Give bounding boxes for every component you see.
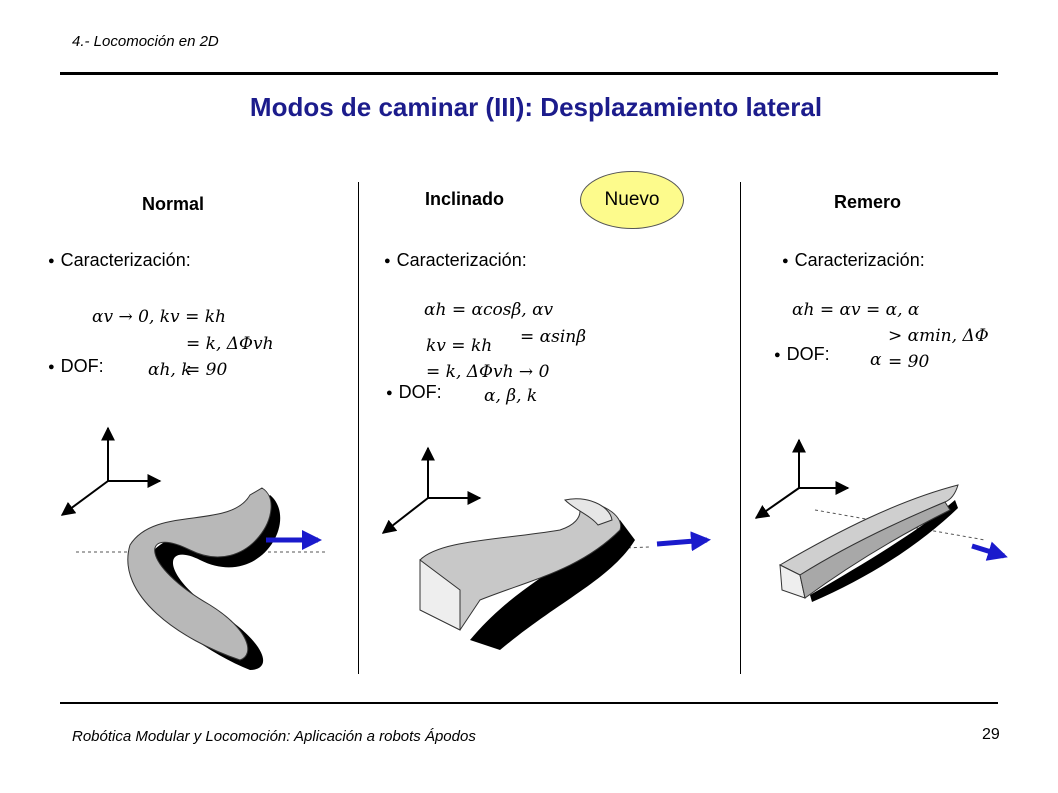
bullet-dot: ●	[782, 255, 789, 268]
footer-text: Robótica Modular y Locomoción: Aplicació…	[72, 728, 476, 745]
col-normal-caracterizacion: ●Caracterización:	[48, 250, 191, 270]
bullet-dot: ●	[386, 387, 393, 400]
top-rule	[60, 72, 998, 75]
col-inclinado-eq3: kv = kh	[426, 336, 493, 356]
axes-icon	[381, 446, 482, 534]
column-divider-1	[358, 182, 359, 674]
bullet-dot: ●	[48, 361, 55, 374]
col-inclinado-caracterizacion: ●Caracterización:	[384, 250, 527, 270]
axes-icon	[754, 438, 850, 519]
bullet-dot: ●	[384, 255, 391, 268]
bullet-dot: ●	[48, 255, 55, 268]
col-remero-caracterizacion: ●Caracterización:	[782, 250, 925, 270]
col-inclinado-dof-value: α, β, k	[484, 386, 538, 406]
col-inclinado-eq4: = k, ΔΦvh → 0	[426, 362, 550, 382]
col-inclinado-heading: Inclinado	[425, 189, 505, 209]
section-label: 4.- Locomoción en 2D	[72, 33, 219, 50]
col-normal-dof-value: αh, k	[148, 360, 192, 380]
nuevo-badge-text: Nuevo	[604, 189, 660, 210]
col-inclinado-eq1: αh = αcosβ, αv	[424, 300, 554, 320]
column-divider-2	[740, 182, 741, 674]
col-remero-heading: Remero	[834, 192, 902, 212]
col-normal-eq2: = k, ΔΦvh	[186, 334, 274, 354]
nuevo-badge: Nuevo	[580, 171, 684, 229]
bullet-dot: ●	[774, 349, 781, 362]
page-number: 29	[982, 726, 1000, 743]
col-remero-dof-value: α	[870, 350, 882, 370]
col-inclinado-eq2: = αsinβ	[520, 327, 587, 347]
col-normal-dof: ●DOF:	[48, 356, 104, 376]
bottom-rule	[60, 702, 998, 704]
col-remero-eq2: > αmin, ΔΦ	[888, 326, 989, 346]
col-normal-eq1: αv → 0, kv = kh	[92, 307, 226, 327]
col-remero-eq3: = 90	[888, 352, 930, 372]
col-remero-dof: ●DOF:	[774, 344, 830, 364]
slide-title-text: Modos de caminar (III): Desplazamiento l…	[249, 92, 823, 122]
col-remero-eq1: αh = αv = α, α	[792, 300, 920, 320]
col-inclinado-dof: ●DOF:	[386, 382, 442, 402]
col-normal-heading: Normal	[142, 194, 205, 214]
slide-title: Modos de caminar (III): Desplazamiento l…	[0, 92, 1000, 123]
axes-icon	[60, 426, 162, 516]
col-normal-eq3: = 90	[186, 360, 228, 380]
